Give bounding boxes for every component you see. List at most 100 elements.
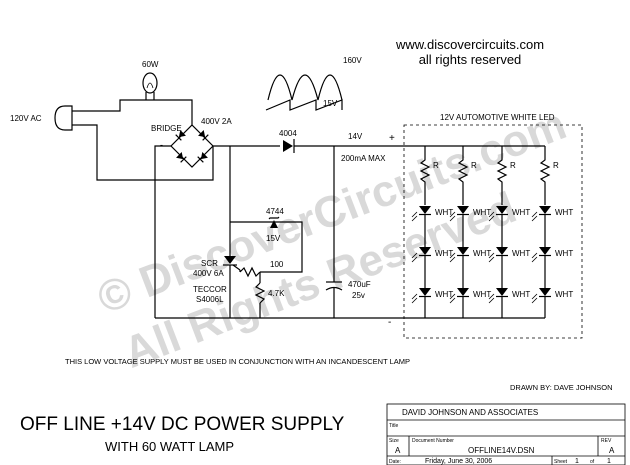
lamp-symbol	[142, 72, 158, 100]
bridge-rating-label: 400V 2A	[201, 117, 232, 126]
diode-4004	[283, 139, 295, 153]
led-label: WHT	[512, 208, 530, 217]
sheet-total: 1	[607, 458, 611, 465]
led-resistor-label: R	[471, 161, 477, 170]
white-led	[531, 288, 551, 304]
zener-label: 4744	[266, 207, 284, 216]
resistor-4k7	[254, 282, 266, 304]
output-voltage-label: 14V	[348, 132, 363, 141]
led-string: R WHT WHT WHT	[411, 146, 453, 318]
drawn-by-text: DRAWN BY: DAVE JOHNSON	[510, 383, 613, 392]
white-led	[531, 206, 551, 222]
size-field-label: Size	[389, 438, 399, 444]
rev-value: A	[609, 446, 615, 455]
company-name: DAVID JOHNSON AND ASSOCIATES	[402, 408, 538, 417]
date-value: Friday, June 30, 2006	[425, 458, 492, 465]
led-resistor	[539, 146, 551, 205]
teccor-label: TECCOR	[193, 285, 227, 294]
led-resistor	[419, 146, 431, 205]
plus-label: +	[389, 133, 395, 144]
ripple-waveform	[265, 99, 343, 111]
white-led	[449, 288, 469, 304]
led-label: WHT	[555, 208, 573, 217]
bridge-label: BRIDGE	[151, 124, 182, 133]
lamp-label: 60W	[142, 60, 159, 69]
wave-peak-label: 160V	[343, 56, 362, 65]
led-resistor-label: R	[553, 161, 559, 170]
title-block	[386, 403, 626, 465]
rev-label: REV	[601, 438, 612, 444]
led-string: R WHT WHT WHT	[449, 146, 491, 318]
led-label: WHT	[435, 249, 453, 258]
led-label: WHT	[555, 249, 573, 258]
led-resistor-label: R	[510, 161, 516, 170]
sheet-label: Sheet	[554, 459, 568, 465]
max-current-label: 200mA MAX	[341, 154, 386, 163]
capacitor-voltage-label: 25v	[352, 291, 365, 300]
white-led	[488, 247, 508, 263]
rectified-waveform	[267, 74, 343, 101]
led-label: WHT	[473, 290, 491, 299]
wave-low-label: 15V	[323, 99, 338, 108]
led-minus-label: -	[388, 317, 391, 328]
white-led	[449, 247, 469, 263]
white-led	[411, 247, 431, 263]
ac-input-label: 120V AC	[10, 114, 42, 123]
white-led	[488, 288, 508, 304]
led-label: WHT	[435, 208, 453, 217]
led-title-label: 12V AUTOMOTIVE WHITE LED	[440, 113, 555, 122]
document-number-label: Document Number	[412, 438, 454, 444]
watermark: © DiscoverCircuits.com All Rights Reserv…	[91, 100, 573, 378]
ac-plug-symbol	[54, 105, 80, 131]
bridge-rectifier	[170, 124, 214, 168]
bridge-minus-label: -	[160, 140, 163, 150]
sub-title: WITH 60 WATT LAMP	[105, 439, 234, 454]
led-resistor	[457, 146, 469, 205]
led-label: WHT	[555, 290, 573, 299]
led-array-box	[403, 124, 583, 339]
main-title: OFF LINE +14V DC POWER SUPPLY	[20, 414, 345, 435]
white-led	[531, 247, 551, 263]
led-strings: R WHT WHT WHT R WHT WHT WHT R WHT WHT WHT R WHT WHT WHT	[411, 146, 573, 318]
ac-wire-bottom	[80, 124, 214, 181]
resistor-100-label: 100	[270, 260, 284, 269]
white-led	[488, 206, 508, 222]
zener-voltage-label: 15V	[266, 234, 281, 243]
rights-text: all rights reserved	[419, 52, 522, 67]
led-label: WHT	[473, 208, 491, 217]
white-led	[411, 206, 431, 222]
white-led	[449, 206, 469, 222]
led-resistor-label: R	[433, 161, 439, 170]
led-label: WHT	[435, 290, 453, 299]
led-label: WHT	[512, 249, 530, 258]
zener-diode	[268, 216, 280, 228]
scr-part-label: S4006L	[196, 295, 224, 304]
zener-loop-wire	[230, 221, 303, 273]
led-string: R WHT WHT WHT	[531, 146, 573, 318]
document-number-value: OFFLINE14V.DSN	[468, 446, 535, 455]
scr-rating-label: 400V 6A	[193, 269, 224, 278]
ac-wire-top	[80, 99, 150, 112]
led-string: R WHT WHT WHT	[488, 146, 530, 318]
led-label: WHT	[512, 290, 530, 299]
waveform-diagram: 160V 15V	[265, 56, 362, 111]
sheet-value: 1	[575, 458, 579, 465]
website-text: www.discovercircuits.com	[395, 37, 544, 52]
resistor-4k7-label: 4.7K	[268, 289, 285, 298]
led-label: WHT	[473, 249, 491, 258]
diode-label: 4004	[279, 129, 297, 138]
capacitor-value-label: 470uF	[348, 280, 371, 289]
lamp-to-bridge-wire	[150, 99, 193, 125]
note-text: THIS LOW VOLTAGE SUPPLY MUST BE USED IN …	[65, 357, 410, 366]
white-led	[411, 288, 431, 304]
size-value: A	[395, 446, 401, 455]
resistor-100	[239, 266, 261, 278]
date-label: Date:	[389, 459, 401, 465]
led-resistor	[496, 146, 508, 205]
negative-wire	[154, 145, 171, 318]
scr-label: SCR	[201, 259, 218, 268]
of-label: of	[590, 459, 595, 465]
title-field-label: Title	[389, 423, 398, 429]
capacitor-470uf	[325, 281, 343, 291]
